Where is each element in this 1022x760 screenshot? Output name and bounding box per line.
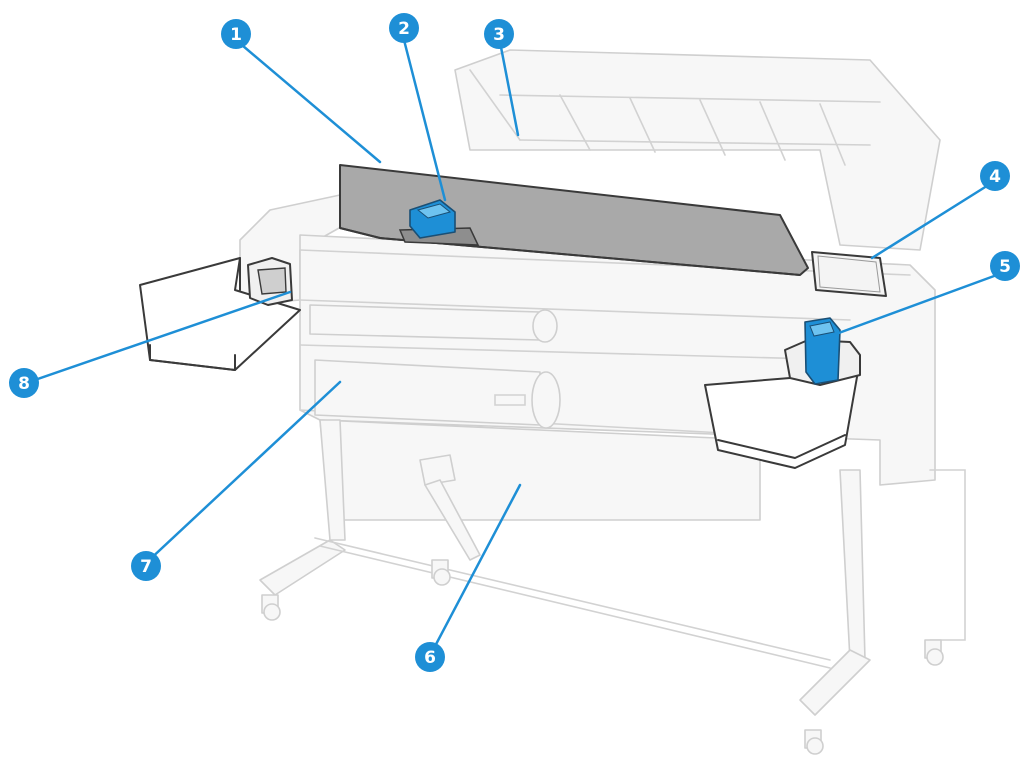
printhead: [409, 199, 456, 239]
callout-number-1: 1: [230, 25, 242, 45]
callout-leaders: [24, 38, 1007, 652]
stacker: [454, 49, 941, 251]
callout-number-3: 3: [493, 25, 505, 45]
stand: [259, 419, 966, 755]
callout-badge-3: 3: [484, 19, 514, 49]
leader-8: [24, 290, 292, 385]
callout-badge-6: 6: [415, 642, 445, 672]
leader-1: [234, 38, 382, 164]
callout-number-2: 2: [398, 19, 410, 39]
leader-6: [431, 483, 522, 652]
leader-2: [402, 38, 447, 202]
callout-badge-1: 1: [221, 19, 251, 49]
callout-badge-5: 5: [990, 251, 1020, 281]
leader-3: [498, 40, 520, 137]
callout-badge-7: 7: [131, 551, 161, 581]
leader-7: [144, 380, 342, 565]
callout-number-5: 5: [999, 257, 1011, 277]
callout-number-6: 6: [424, 648, 436, 668]
callout-number-4: 4: [989, 167, 1001, 187]
left-basket: [139, 257, 301, 371]
front-panel: [811, 251, 887, 297]
callout-badge-2: 2: [389, 13, 419, 43]
right-basket: [704, 317, 861, 469]
callout-badge-4: 4: [980, 161, 1010, 191]
callout-number-7: 7: [140, 557, 152, 577]
callout-number-8: 8: [18, 374, 30, 394]
leader-5: [834, 270, 1007, 336]
leader-4: [870, 182, 992, 260]
printhead-cover: [339, 164, 809, 276]
callout-badge-8: 8: [9, 368, 39, 398]
